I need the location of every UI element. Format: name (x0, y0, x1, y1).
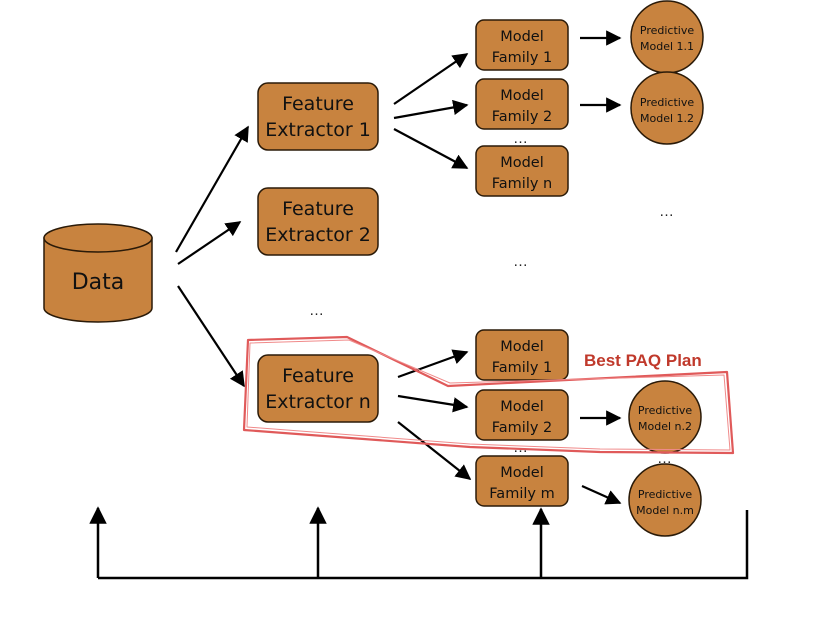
model-family-n-1-box (475, 329, 569, 381)
arrow-fe1-to-mfn (393, 128, 469, 169)
model-family-1-1-line2: Family 1 (492, 50, 553, 66)
data-label: Data (72, 270, 125, 295)
model-family-1-n-line2: Family n (492, 176, 552, 192)
feature-extractor-1-box (257, 82, 379, 151)
model-family-n-1: Model Family 1 (475, 329, 569, 381)
arrow-data-to-fe2 (177, 221, 242, 265)
predictive-model-n-m-line1: Predictive (638, 488, 692, 501)
feature-extractor-2: Feature Extractor 2 (257, 187, 379, 256)
arrows (89, 30, 749, 580)
predictive-model-1-1-line2: Model 1.1 (640, 40, 694, 53)
model-family-n-1-line2: Family 1 (492, 360, 553, 376)
data-cylinder-body (43, 237, 153, 323)
model-family-n-2-line1: Model (500, 399, 544, 415)
predictive-model-n-2: Predictive Model n.2 (628, 380, 702, 454)
ellipsis-between-family-2-m: … (513, 439, 531, 456)
feature-extractor-n-line2: Extractor n (265, 391, 371, 413)
model-family-1-n: Model Family n (475, 145, 569, 197)
feature-extractor-n: Feature Extractor n (257, 354, 379, 423)
feature-extractor-n-box (257, 354, 379, 423)
predictive-model-1-1-line1: Predictive (640, 24, 694, 37)
model-family-n-m-box (475, 455, 569, 507)
ellipsis-between-pm-n2-nm: … (657, 450, 675, 467)
predictive-model-1-2-line1: Predictive (640, 96, 694, 109)
data-cylinder-top (43, 223, 153, 253)
arrow-mfnm-to-pmnm (581, 484, 622, 505)
feature-extractor-2-line2: Extractor 2 (265, 224, 371, 246)
ellipsis-between-family-2-n: … (513, 130, 531, 147)
model-family-1-1-line1: Model (500, 29, 544, 45)
arrow-fen-to-mfn1 (397, 349, 469, 379)
feature-extractor-1-line1: Feature (282, 93, 354, 115)
ellipsis-family-column: … (513, 253, 531, 270)
model-family-1-n-box (475, 145, 569, 197)
predictive-model-n-m-line2: Model n.m (636, 504, 694, 517)
predictive-model-1-2-line2: Model 1.2 (640, 112, 694, 125)
model-family-n-2-box (475, 389, 569, 441)
ellipsis-extractor-column: … (309, 302, 327, 319)
predictive-model-n-2-line1: Predictive (638, 404, 692, 417)
data-cylinder: Data (43, 223, 153, 323)
ellipsis-predictive-column: … (659, 203, 677, 220)
predictive-model-1-1-circle (630, 0, 704, 74)
model-family-n-m-line2: Family m (489, 486, 554, 502)
model-family-n-m: Model Family m (475, 455, 569, 507)
model-family-n-2-line2: Family 2 (492, 420, 553, 436)
feature-extractor-1-line2: Extractor 1 (265, 119, 371, 141)
model-family-1-1: Model Family 1 (475, 19, 569, 71)
arrow-data-to-fe1 (175, 125, 249, 253)
feature-extractor-2-line1: Feature (282, 198, 354, 220)
model-family-n-2: Model Family 2 (475, 389, 569, 441)
model-family-1-n-line1: Model (500, 155, 544, 171)
model-family-1-2-line1: Model (500, 88, 544, 104)
predictive-model-n-m: Predictive Model n.m (628, 463, 702, 537)
predictive-model-n-2-circle (628, 380, 702, 454)
feedback-loop-line (98, 510, 749, 580)
predictive-model-1-2-circle (630, 71, 704, 145)
feature-extractor-1: Feature Extractor 1 (257, 82, 379, 151)
best-plan-highlight-sketch (246, 339, 731, 451)
model-family-1-2: Model Family 2 (475, 78, 569, 130)
predictive-model-1-1: Predictive Model 1.1 (630, 0, 704, 74)
model-family-n-1-line1: Model (500, 339, 544, 355)
model-family-n-m-line1: Model (500, 465, 544, 481)
feature-extractor-2-box (257, 187, 379, 256)
arrow-fen-to-mfn2 (397, 394, 469, 413)
arrow-fen-to-mfnm (397, 421, 472, 480)
model-family-1-1-box (475, 19, 569, 71)
arrow-fe1-to-mf2 (393, 99, 469, 120)
predictive-model-1-2: Predictive Model 1.2 (630, 71, 704, 145)
predictive-model-n-m-circle (628, 463, 702, 537)
best-plan-label: Best PAQ Plan (584, 351, 702, 370)
model-family-1-2-line2: Family 2 (492, 109, 553, 125)
predictive-model-n-2-line2: Model n.2 (638, 420, 692, 433)
arrow-fe1-to-mf1 (393, 53, 469, 105)
feature-extractor-n-line1: Feature (282, 365, 354, 387)
model-family-1-2-box (475, 78, 569, 130)
arrow-data-to-fen (177, 285, 245, 388)
